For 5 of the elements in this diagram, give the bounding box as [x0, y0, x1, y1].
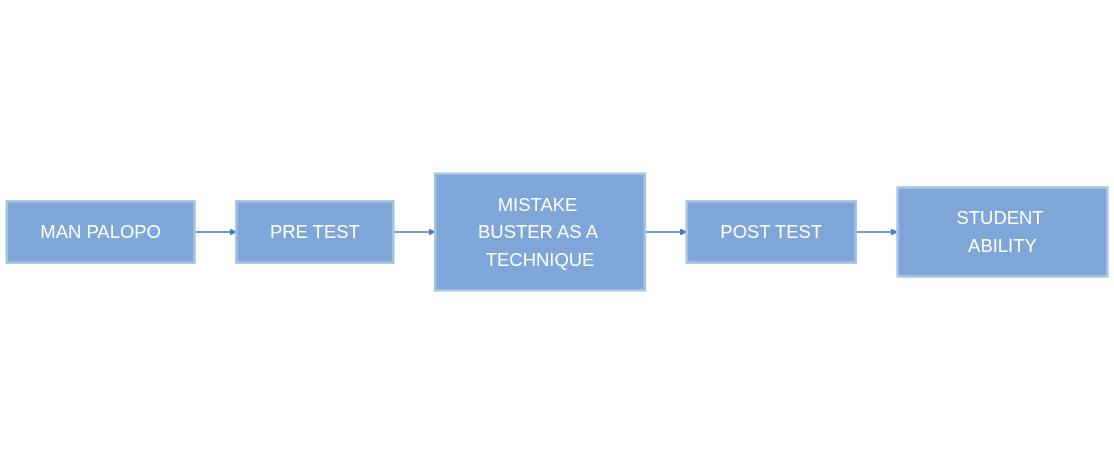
node-box: PRE TEST [235, 199, 395, 264]
node-box: MISTAKE BUSTER AS A TECHNIQUE [434, 171, 647, 292]
node-box: MAN PALOPO [5, 199, 196, 264]
node-box: POST TEST [685, 199, 857, 264]
node-box: STUDENT ABILITY [896, 185, 1109, 278]
